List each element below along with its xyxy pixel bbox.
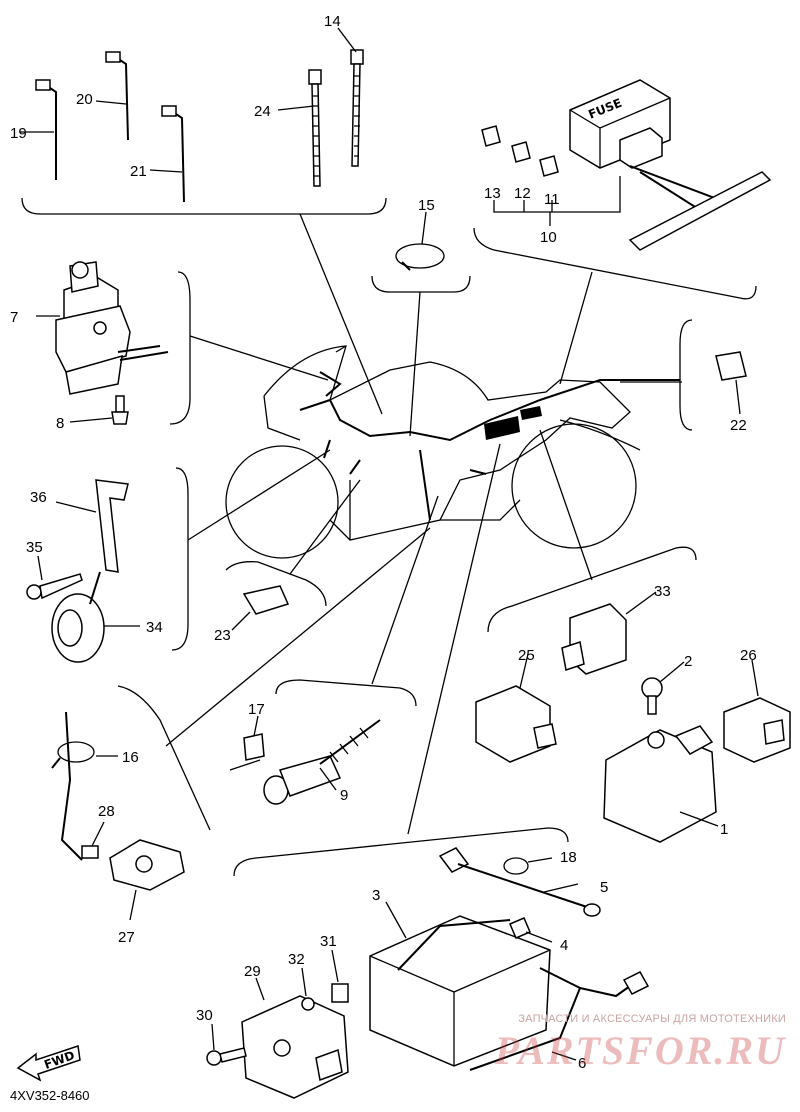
cable-tie-19 [20, 79, 57, 180]
motorcycle-outline [225, 345, 680, 559]
callout-6: 6 [578, 1055, 586, 1072]
relay-group [475, 546, 791, 843]
horn-34 [51, 571, 105, 663]
callout-16: 16 [122, 749, 139, 766]
starter-relay-1 [603, 725, 717, 843]
callout-36: 36 [30, 489, 47, 506]
callout-3: 3 [372, 887, 380, 904]
main-switch [55, 261, 169, 395]
callout-21: 21 [130, 163, 147, 180]
relay-26 [723, 697, 791, 763]
fwd-arrow-icon [16, 1045, 81, 1082]
horn-bracket-36 [95, 479, 129, 573]
callout-18: 18 [560, 849, 577, 866]
battery-3 [369, 915, 551, 1067]
bolt-30 [206, 1047, 247, 1066]
callout-12: 12 [514, 185, 531, 202]
callout-17: 17 [248, 701, 265, 718]
cable-ties-group [20, 27, 387, 215]
bolt-2 [641, 677, 663, 715]
callout-23: 23 [214, 627, 231, 644]
callout-8: 8 [56, 415, 64, 432]
callout-19: 19 [10, 125, 27, 142]
sidestand-switch-27 [109, 839, 185, 891]
fuse-box-group [473, 79, 772, 300]
callout-24: 24 [254, 103, 271, 120]
callout-9: 9 [340, 787, 348, 804]
fuse-11 [539, 155, 559, 177]
callout-27: 27 [118, 929, 135, 946]
bolt-8 [111, 395, 129, 425]
cable-tie-14 [337, 27, 364, 167]
callout-15: 15 [418, 197, 435, 214]
callout-1: 1 [720, 821, 728, 838]
callout-28: 28 [98, 803, 115, 820]
watermark-tagline: ЗАПЧАСТИ И АКСЕССУАРЫ ДЛЯ МОТОТЕХНИКИ [518, 1013, 786, 1025]
watermark-brand: PARTSFOR.RU [494, 1028, 786, 1073]
cable-tie-24 [277, 69, 322, 187]
leader-lines [165, 213, 682, 835]
cable-tie-20 [95, 51, 129, 141]
battery-cable-5 [438, 847, 601, 917]
rectifier-group [206, 949, 349, 1099]
sidestand-switch-group [51, 685, 211, 921]
callout-22: 22 [730, 417, 747, 434]
relay-25 [475, 685, 557, 763]
watermark: ЗАПЧАСТИ И АКСЕССУАРЫ ДЛЯ МОТОТЕХНИКИ PA… [495, 1013, 786, 1074]
callout-26: 26 [740, 647, 757, 664]
callout-14: 14 [324, 13, 341, 30]
callout-7: 7 [10, 309, 18, 326]
battery-band-4 [509, 917, 531, 939]
fuse-12 [511, 141, 531, 163]
callout-32: 32 [288, 951, 305, 968]
neutral-switch-9 [263, 719, 381, 805]
cable-tie-21 [149, 105, 185, 203]
callout-20: 20 [76, 91, 93, 108]
callout-33: 33 [654, 583, 671, 600]
horn-group [26, 467, 189, 663]
bolt-35 [26, 573, 83, 600]
connector-22 [679, 319, 747, 431]
washer-32 [301, 997, 315, 1011]
band-17 [229, 733, 265, 771]
callout-11: 11 [544, 191, 560, 208]
callout-30: 30 [196, 1007, 213, 1024]
callout-10: 10 [540, 229, 557, 246]
band-15 [371, 211, 471, 293]
rectifier-regulator-29 [241, 995, 349, 1099]
callout-31: 31 [320, 933, 337, 950]
main-switch-group [36, 261, 191, 425]
fwd-label: FWD [42, 1048, 76, 1072]
neutral-switch-group [229, 679, 417, 805]
band-16 [51, 741, 95, 769]
document-code: 4XV352-8460 [10, 1088, 90, 1103]
fuse-box [569, 79, 772, 251]
clamp-23 [225, 561, 327, 631]
callout-4: 4 [560, 937, 568, 954]
band-18 [503, 857, 529, 875]
battery-group [233, 827, 650, 1071]
callout-13: 13 [484, 185, 501, 202]
callout-29: 29 [244, 963, 261, 980]
relay-33 [561, 603, 627, 675]
nut-31 [331, 983, 349, 1003]
battery-cable-6 [469, 967, 650, 1071]
callout-25: 25 [518, 647, 535, 664]
callout-34: 34 [146, 619, 163, 636]
fuse-13 [481, 125, 501, 147]
bolt-28 [81, 845, 99, 859]
callout-5: 5 [600, 879, 608, 896]
callout-35: 35 [26, 539, 43, 556]
callout-2: 2 [684, 653, 692, 670]
